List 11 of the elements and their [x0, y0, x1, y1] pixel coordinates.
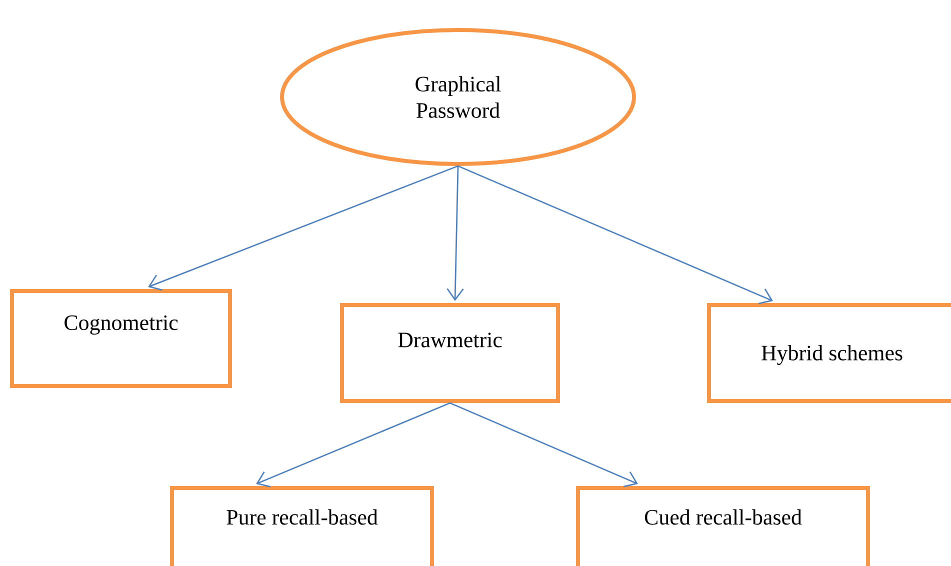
process-box: Cued recall-based [576, 486, 870, 566]
process-box: Hybrid schemes [707, 303, 951, 403]
ellipse-node: Graphical Password [280, 28, 636, 166]
process-box: Cognometric [10, 289, 232, 388]
process-box: Drawmetric [340, 303, 560, 403]
arrow [148, 165, 458, 291]
arrow [458, 165, 773, 304]
arrow [446, 166, 464, 301]
arrow [256, 402, 450, 488]
arrow [450, 402, 638, 488]
process-box: Pure recall-based [170, 486, 434, 566]
